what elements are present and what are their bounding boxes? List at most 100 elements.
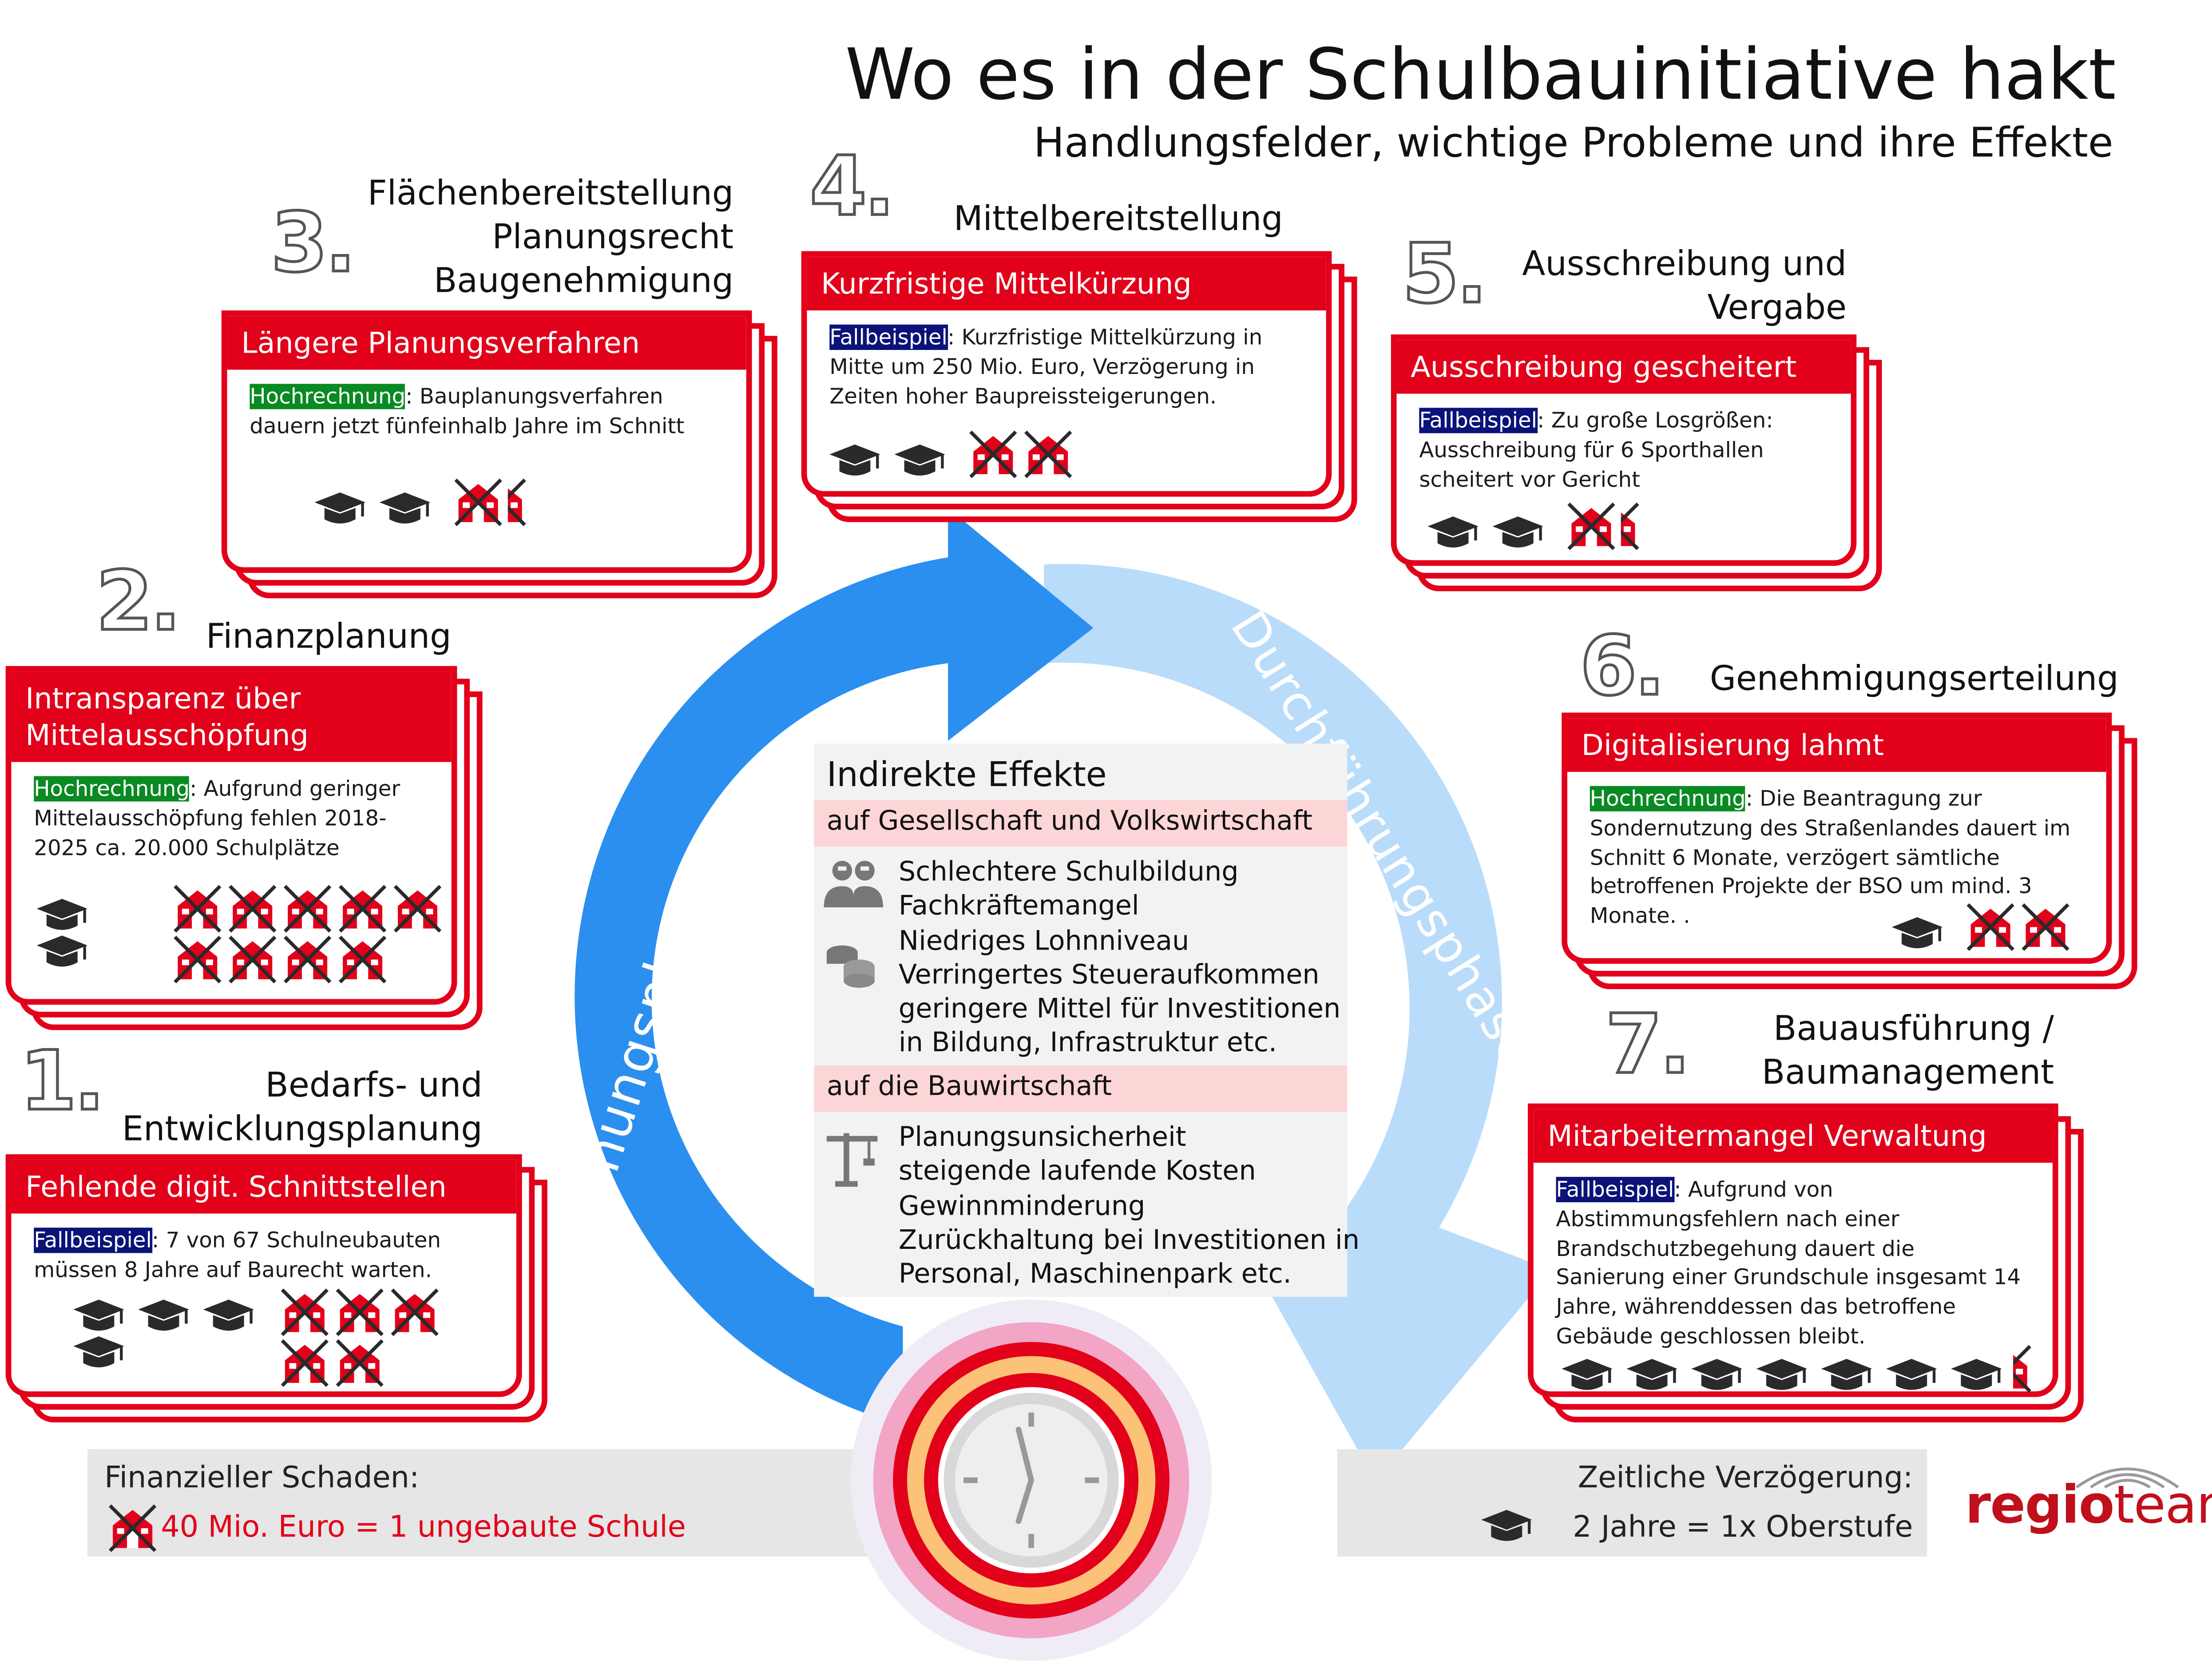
graduation-cap-icon bbox=[1821, 1359, 1872, 1390]
graduation-cap-icon bbox=[203, 1299, 254, 1331]
construction-effects-list: Planungsunsicherheit steigende laufende … bbox=[899, 1121, 1360, 1292]
effect-item: Gewinnminderung bbox=[898, 1190, 1146, 1222]
field-5-label: Ausschreibung und Vergabe bbox=[1522, 242, 1847, 330]
field-1-tag: Fallbeispiel bbox=[34, 1228, 152, 1253]
coins-icon bbox=[826, 945, 875, 988]
field-6-header: Digitalisierung lahmt bbox=[1567, 718, 2106, 772]
effect-item: Zurückhaltung bei Investitionen in bbox=[898, 1224, 1360, 1256]
crossed-out-school-icon bbox=[174, 885, 222, 933]
field-6-icons bbox=[1889, 902, 2075, 952]
graduation-cap-icon bbox=[1891, 917, 1943, 949]
field-6-text: Hochrechnung: Die Beantragung zur Sonder… bbox=[1567, 772, 2106, 931]
graduation-cap-icon bbox=[138, 1299, 189, 1331]
crossed-out-school-icon bbox=[338, 885, 387, 933]
crossed-out-school-icon bbox=[281, 1339, 329, 1387]
crossed-out-school-icon bbox=[336, 1288, 384, 1336]
effect-item: geringere Mittel für Investitionen bbox=[898, 993, 1341, 1025]
effect-item: Schlechtere Schulbildung bbox=[898, 856, 1239, 888]
crossed-out-school-icon bbox=[507, 478, 526, 526]
field-1-header: Fehlende digit. Schnittstellen bbox=[11, 1160, 516, 1214]
effect-item: Niedriges Lohnniveau bbox=[898, 925, 1189, 956]
effect-item: steigende laufende Kosten bbox=[898, 1156, 1256, 1188]
field-6-card: Digitalisierung lahmt Hochrechnung: Die … bbox=[1562, 712, 2140, 992]
field-1-card: Fehlende digit. Schnittstellen Fallbeisp… bbox=[5, 1154, 550, 1425]
field-7-card: Mitarbeitermangel Verwaltung Fallbeispie… bbox=[1528, 1103, 2086, 1425]
field-3-label-line: Baugenehmigung bbox=[433, 261, 734, 301]
graduation-cap-icon bbox=[36, 935, 87, 967]
field-2-text: Hochrechnung: Aufgrund geringer Mittelau… bbox=[11, 762, 451, 863]
field-5-card: Ausschreibung gescheitert Fallbeispiel: … bbox=[1391, 334, 1885, 594]
society-effects-list: Schlechtere Schulbildung Fachkräftemange… bbox=[899, 855, 1340, 1061]
field-6-number: 6. bbox=[1578, 616, 1666, 715]
graduation-cap-icon bbox=[1481, 1510, 1532, 1541]
time-legend-bar: Zeitliche Verzögerung: 2 Jahre = 1x Ober… bbox=[1337, 1449, 1927, 1557]
field-7-label-line: Bauausführung / bbox=[1773, 1009, 2054, 1049]
field-2-card: Intransparenz über Mittelausschöpfung Ho… bbox=[5, 666, 485, 1033]
graduation-cap-icon bbox=[1562, 1359, 1613, 1390]
field-6-desc: : Die Beantragung zur Sondernutzung des … bbox=[1590, 786, 2071, 929]
field-3-card: Längere Planungsverfahren Hochrechnung: … bbox=[221, 310, 780, 601]
crossed-out-school-icon bbox=[1024, 430, 1072, 478]
graduation-cap-icon bbox=[894, 444, 945, 476]
financial-school-icon bbox=[107, 1503, 162, 1554]
crossed-out-school-icon bbox=[284, 885, 332, 933]
graduation-cap-icon bbox=[1886, 1359, 1937, 1390]
crossed-out-school-icon bbox=[174, 935, 222, 984]
crossed-out-school-icon bbox=[229, 885, 277, 933]
field-3-number: 3. bbox=[270, 193, 357, 292]
society-heading: auf Gesellschaft und Volkswirtschaft bbox=[826, 806, 1312, 837]
field-7-number: 7. bbox=[1604, 995, 1692, 1093]
field-7-icons bbox=[1559, 1343, 2037, 1394]
crossed-out-school-icon bbox=[1567, 502, 1615, 550]
field-1-desc: : 7 von 67 Schulneubauten müssen 8 Jahre… bbox=[34, 1228, 441, 1283]
financial-legend-value: 40 Mio. Euro = 1 ungebaute Schule bbox=[161, 1510, 686, 1544]
crossed-out-school-icon bbox=[109, 1504, 157, 1552]
field-6-label: Genehmigungserteilung bbox=[1709, 659, 2119, 699]
field-3-label-line: Flächenbereitstellung bbox=[367, 173, 734, 213]
graduation-cap-icon bbox=[1951, 1359, 2002, 1390]
graduation-cap-icon bbox=[1756, 1359, 1808, 1390]
field-5-number: 5. bbox=[1401, 224, 1489, 323]
graduation-cap-icon bbox=[314, 492, 365, 524]
field-2-header: Intransparenz über Mittelausschöpfung bbox=[11, 672, 452, 762]
graduation-cap-icon bbox=[1492, 516, 1543, 548]
field-3-label: Flächenbereitstellung Planungsrecht Baug… bbox=[368, 172, 733, 303]
page-subtitle: Handlungsfelder, wichtige Probleme und i… bbox=[1033, 118, 2113, 167]
field-7-label: Bauausführung / Baumanagement bbox=[1762, 1008, 2054, 1095]
field-5-label-line: Vergabe bbox=[1707, 288, 1847, 328]
indirect-effects-panel: Indirekte Effekte auf Gesellschaft und V… bbox=[814, 743, 1360, 1297]
crossed-out-school-icon bbox=[281, 1288, 329, 1336]
clock-target bbox=[850, 1299, 1212, 1661]
effect-item: Personal, Maschinenpark etc. bbox=[898, 1259, 1292, 1290]
financial-legend-title: Finanzieller Schaden: bbox=[104, 1460, 420, 1494]
crossed-out-school-icon bbox=[2022, 903, 2069, 951]
field-5-label-line: Ausschreibung und bbox=[1522, 244, 1847, 284]
regioteam-logo: regioteam bbox=[1965, 1474, 2212, 1535]
field-7-text: Fallbeispiel: Aufgrund von Abstimmungsfe… bbox=[1534, 1163, 2053, 1351]
graduation-cap-icon bbox=[73, 1299, 124, 1331]
logo-arc bbox=[2076, 1467, 2179, 1489]
field-7-desc: : Aufgrund von Abstimmungsfehlern nach e… bbox=[1556, 1176, 2021, 1349]
field-3-tag: Hochrechnung bbox=[250, 384, 406, 409]
financial-legend-bar: Finanzieller Schaden: 40 Mio. Euro = 1 u… bbox=[87, 1449, 878, 1557]
field-7-header: Mitarbeitermangel Verwaltung bbox=[1533, 1109, 2053, 1163]
time-legend-value: 2 Jahre = 1x Oberstufe bbox=[1573, 1510, 1913, 1544]
field-4-label: Mittelbereitstellung bbox=[953, 199, 1283, 238]
field-1-label-line: Entwicklungsplanung bbox=[122, 1109, 483, 1149]
clock-icon bbox=[943, 1392, 1119, 1568]
effect-item: in Bildung, Infrastruktur etc. bbox=[898, 1028, 1277, 1059]
logo-part2: team bbox=[2113, 1474, 2212, 1535]
crossed-out-school-icon bbox=[454, 478, 502, 526]
crossed-out-school-icon bbox=[338, 935, 387, 984]
field-4-number: 4. bbox=[809, 137, 896, 235]
planning-phase-arrow bbox=[575, 508, 1094, 1426]
crossed-out-school-icon bbox=[229, 935, 277, 984]
field-4-icons bbox=[827, 429, 1078, 480]
field-1-text: Fallbeispiel: 7 von 67 Schulneubauten mü… bbox=[11, 1213, 516, 1285]
society-heading-bar: auf Gesellschaft und Volkswirtschaft bbox=[814, 800, 1348, 847]
crossed-out-school-icon bbox=[1966, 903, 2014, 951]
graduation-cap-icon bbox=[1626, 1359, 1677, 1390]
field-4-tag: Fallbeispiel bbox=[829, 324, 948, 350]
